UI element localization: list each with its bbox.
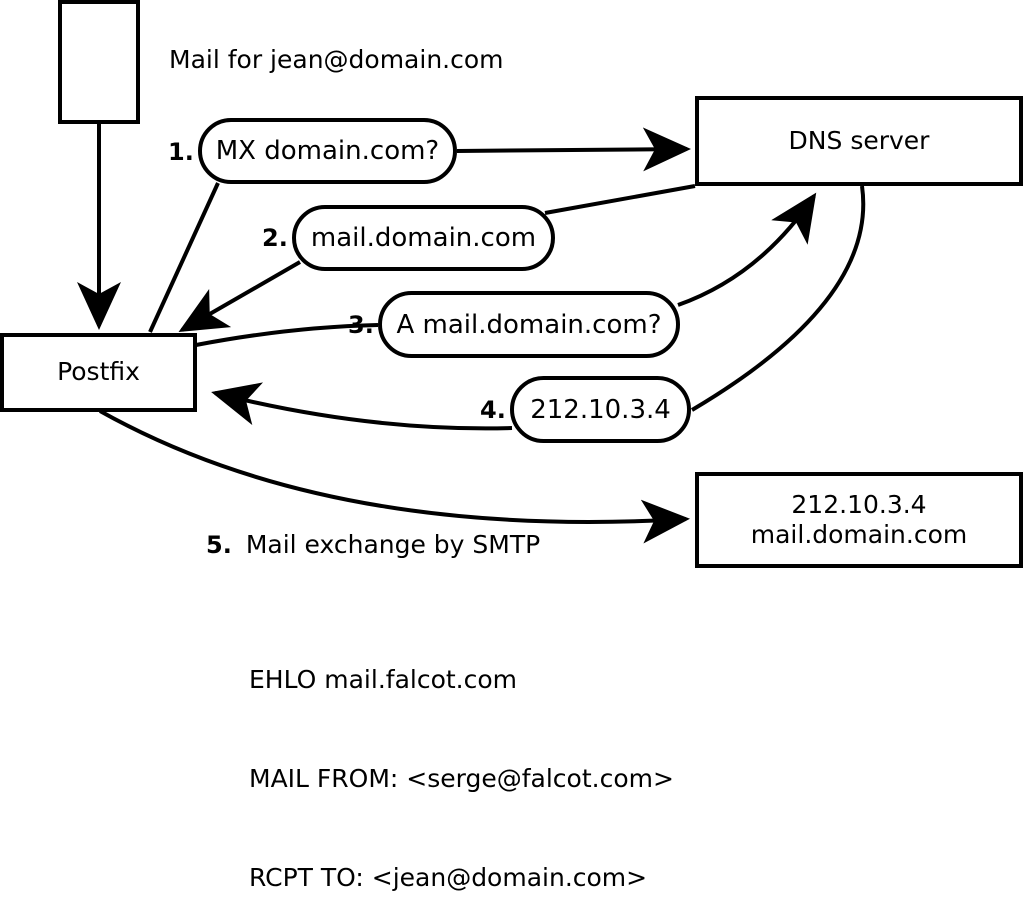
step-4-pill[interactable]: 212.10.3.4 [510,376,691,443]
step-2-pill[interactable]: mail.domain.com [292,205,555,271]
transcript-line: EHLO mail.falcot.com [249,665,518,694]
edge-dns-to-step4 [690,185,866,412]
step-1-pill[interactable]: MX domain.com? [198,118,457,184]
node-dns-server-label: DNS server [788,125,930,155]
node-postfix-label: Postfix [57,357,140,387]
step-5-label: Mail exchange by SMTP [245,530,541,559]
edge-postfix-to-step1 [148,182,220,333]
edge-step4-to-postfix [211,382,513,431]
step-2-label: mail.domain.com [310,223,537,253]
edge-postfix-to-mailhost [99,409,690,544]
step-3-label: A mail.domain.com? [396,309,662,340]
node-dns-server[interactable]: DNS server [695,96,1023,186]
mail-for-caption: Mail for jean@domain.com [169,45,504,74]
node-postfix[interactable]: Postfix [0,333,197,412]
smtp-transcript: EHLO mail.falcot.com MAIL FROM: <serge@f… [249,597,674,919]
step-5-row: 5. Mail exchange by SMTP [206,530,540,559]
edge-step3-to-dns [677,192,817,307]
step-4-number: 4. [480,396,506,424]
node-mail-host-ip: 212.10.3.4 [791,489,927,519]
transcript-line: MAIL FROM: <serge@falcot.com> [249,764,674,793]
step-1-number: 1. [168,138,194,166]
step-3-number: 3. [348,311,374,339]
step-4-label: 212.10.3.4 [530,394,671,425]
edge-dns-to-step2 [544,184,696,215]
step-3-pill[interactable]: A mail.domain.com? [378,291,680,358]
step-1-label: MX domain.com? [215,136,440,166]
step-5-number: 5. [206,531,232,559]
node-mail-host[interactable]: 212.10.3.4 mail.domain.com [695,472,1023,568]
edge-step2-to-postfix [178,260,301,332]
edge-step1-to-dns [456,127,691,172]
node-mail-client[interactable] [58,0,140,124]
node-mail-host-hostname: mail.domain.com [750,520,968,549]
edge-postfix-to-step3 [195,323,379,347]
transcript-line: RCPT TO: <jean@domain.com> [249,863,648,892]
step-2-number: 2. [262,224,288,252]
